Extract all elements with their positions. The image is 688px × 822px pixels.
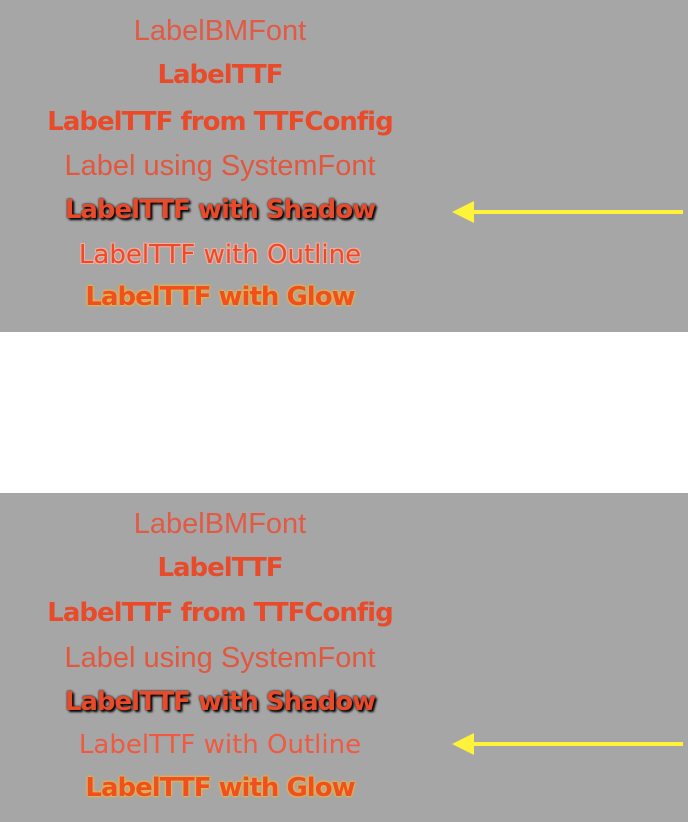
label-bmfont: LabelBMFont (133, 508, 307, 540)
label-panel-top: LabelBMFont LabelTTF LabelTTF from TTFCo… (0, 0, 688, 332)
label-glow: LabelTTF with Glow (85, 282, 355, 312)
label-ttf-config: LabelTTF from TTFConfig (47, 107, 393, 137)
label-shadow: LabelTTF with Shadow (64, 195, 376, 225)
label-panel-bottom: LabelBMFont LabelTTF LabelTTF from TTFCo… (0, 493, 688, 822)
arrow-left-icon (452, 201, 683, 223)
label-ttf: LabelTTF (157, 60, 283, 90)
label-system-font: Label using SystemFont (64, 642, 376, 674)
label-outline: LabelTTF with Outline (78, 240, 362, 270)
label-ttf: LabelTTF (157, 553, 283, 583)
label-system-font: Label using SystemFont (64, 150, 376, 182)
label-ttf-config: LabelTTF from TTFConfig (47, 598, 393, 628)
arrow-left-icon (452, 733, 683, 755)
label-shadow: LabelTTF with Shadow (64, 687, 376, 717)
label-glow: LabelTTF with Glow (85, 773, 355, 803)
label-bmfont: LabelBMFont (133, 15, 307, 47)
label-outline: LabelTTF with Outline (78, 730, 362, 760)
